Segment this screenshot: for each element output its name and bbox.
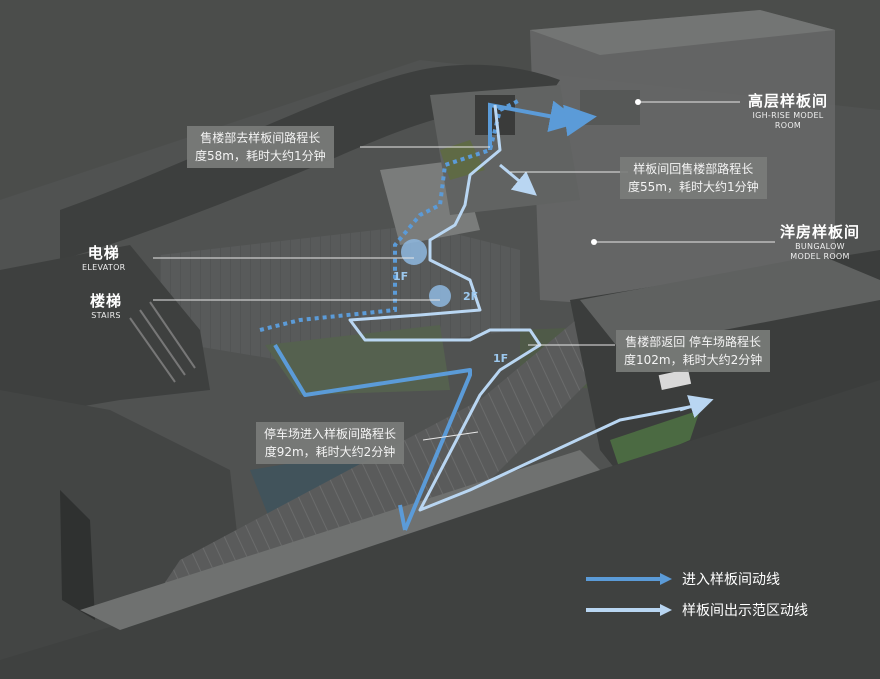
- legend-enter-swatch: [586, 573, 672, 585]
- floor-label-1f-lower: 1F: [493, 352, 509, 365]
- label-stairs-en: STAIRS: [91, 311, 121, 320]
- floor-label-1f-upper: 1F: [393, 270, 409, 283]
- bungalow-pointer-dot: [591, 239, 597, 245]
- note-sales-to-parking: 售楼部返回 停车场路程长 度102m，耗时大约2分钟: [616, 330, 771, 372]
- legend-exit-label: 样板间出示范区动线: [682, 603, 808, 619]
- route-model-arrow: [563, 104, 597, 137]
- highrise-pointer-dot: [635, 99, 641, 105]
- route-model-arrival: [488, 100, 582, 150]
- stairs-marker: [429, 285, 451, 307]
- note-line: 度102m，耗时大约2分钟: [624, 353, 763, 367]
- route-return-arrow: [499, 163, 537, 196]
- note-line: 售楼部去样板间路程长: [200, 131, 321, 145]
- route-exit-arrow: [679, 395, 714, 419]
- left-wing: [0, 245, 210, 420]
- label-bungalow-en: BUNGALOW: [795, 242, 845, 251]
- note-model-to-sales: 样板间回售楼部路程长 度55m，耗时大约1分钟: [620, 157, 767, 199]
- model-room-interior: [580, 90, 640, 125]
- lawn-center: [265, 325, 450, 395]
- route-exit: [348, 104, 701, 512]
- note-line: 度92m，耗时大约2分钟: [264, 445, 396, 459]
- bungalow-roof: [580, 255, 880, 350]
- label-highrise-cn: 高层样板间: [748, 92, 829, 110]
- label-stairs: 楼梯 STAIRS: [90, 290, 122, 321]
- label-highrise-en: IGH-RISE MODEL: [752, 111, 824, 120]
- leader-lines: [153, 101, 775, 441]
- note-line: 样板间回售楼部路程长: [633, 162, 754, 176]
- label-bungalow-cn: 洋房样板间: [780, 223, 861, 241]
- label-elevator: 电梯 ELEVATOR: [82, 242, 126, 273]
- note-line: 度55m，耗时大约1分钟: [628, 180, 759, 194]
- hedge: [610, 410, 700, 470]
- note-line: 停车场进入样板间路程长: [264, 427, 397, 441]
- label-elevator-cn: 电梯: [87, 244, 120, 262]
- label-highrise-model-room: 高层样板间 IGH-RISE MODEL ROOM: [748, 90, 828, 131]
- note-sales-to-model: 售楼部去样板间路程长 度58m，耗时大约1分钟: [187, 126, 334, 168]
- label-stairs-cn: 楼梯: [90, 292, 123, 310]
- exterior-stairs: [129, 301, 196, 383]
- note-parking-to-model: 停车场进入样板间路程长 度92m，耗时大约2分钟: [256, 422, 405, 464]
- route-sales-to-model: [259, 98, 521, 332]
- left-tower-face: [60, 490, 95, 620]
- legend-exit-swatch: [586, 604, 672, 616]
- label-elevator-en: ELEVATOR: [82, 263, 126, 272]
- legend-enter-label: 进入样板间动线: [682, 572, 780, 588]
- label-bungalow-en: MODEL ROOM: [790, 252, 850, 261]
- floor-label-2f: 2F: [463, 290, 479, 303]
- highrise-roof: [530, 10, 835, 55]
- parked-car: [658, 369, 692, 390]
- elevator-marker: [401, 239, 427, 265]
- route-parking-tail: [398, 504, 407, 531]
- label-highrise-en: ROOM: [774, 121, 802, 130]
- note-line: 售楼部返回 停车场路程长: [625, 335, 762, 349]
- route-parking-entry: [273, 343, 472, 531]
- note-line: 度58m，耗时大约1分钟: [195, 149, 326, 163]
- label-bungalow-model-room: 洋房样板间 BUNGALOW MODEL ROOM: [780, 221, 860, 262]
- edge-wall: [80, 450, 600, 630]
